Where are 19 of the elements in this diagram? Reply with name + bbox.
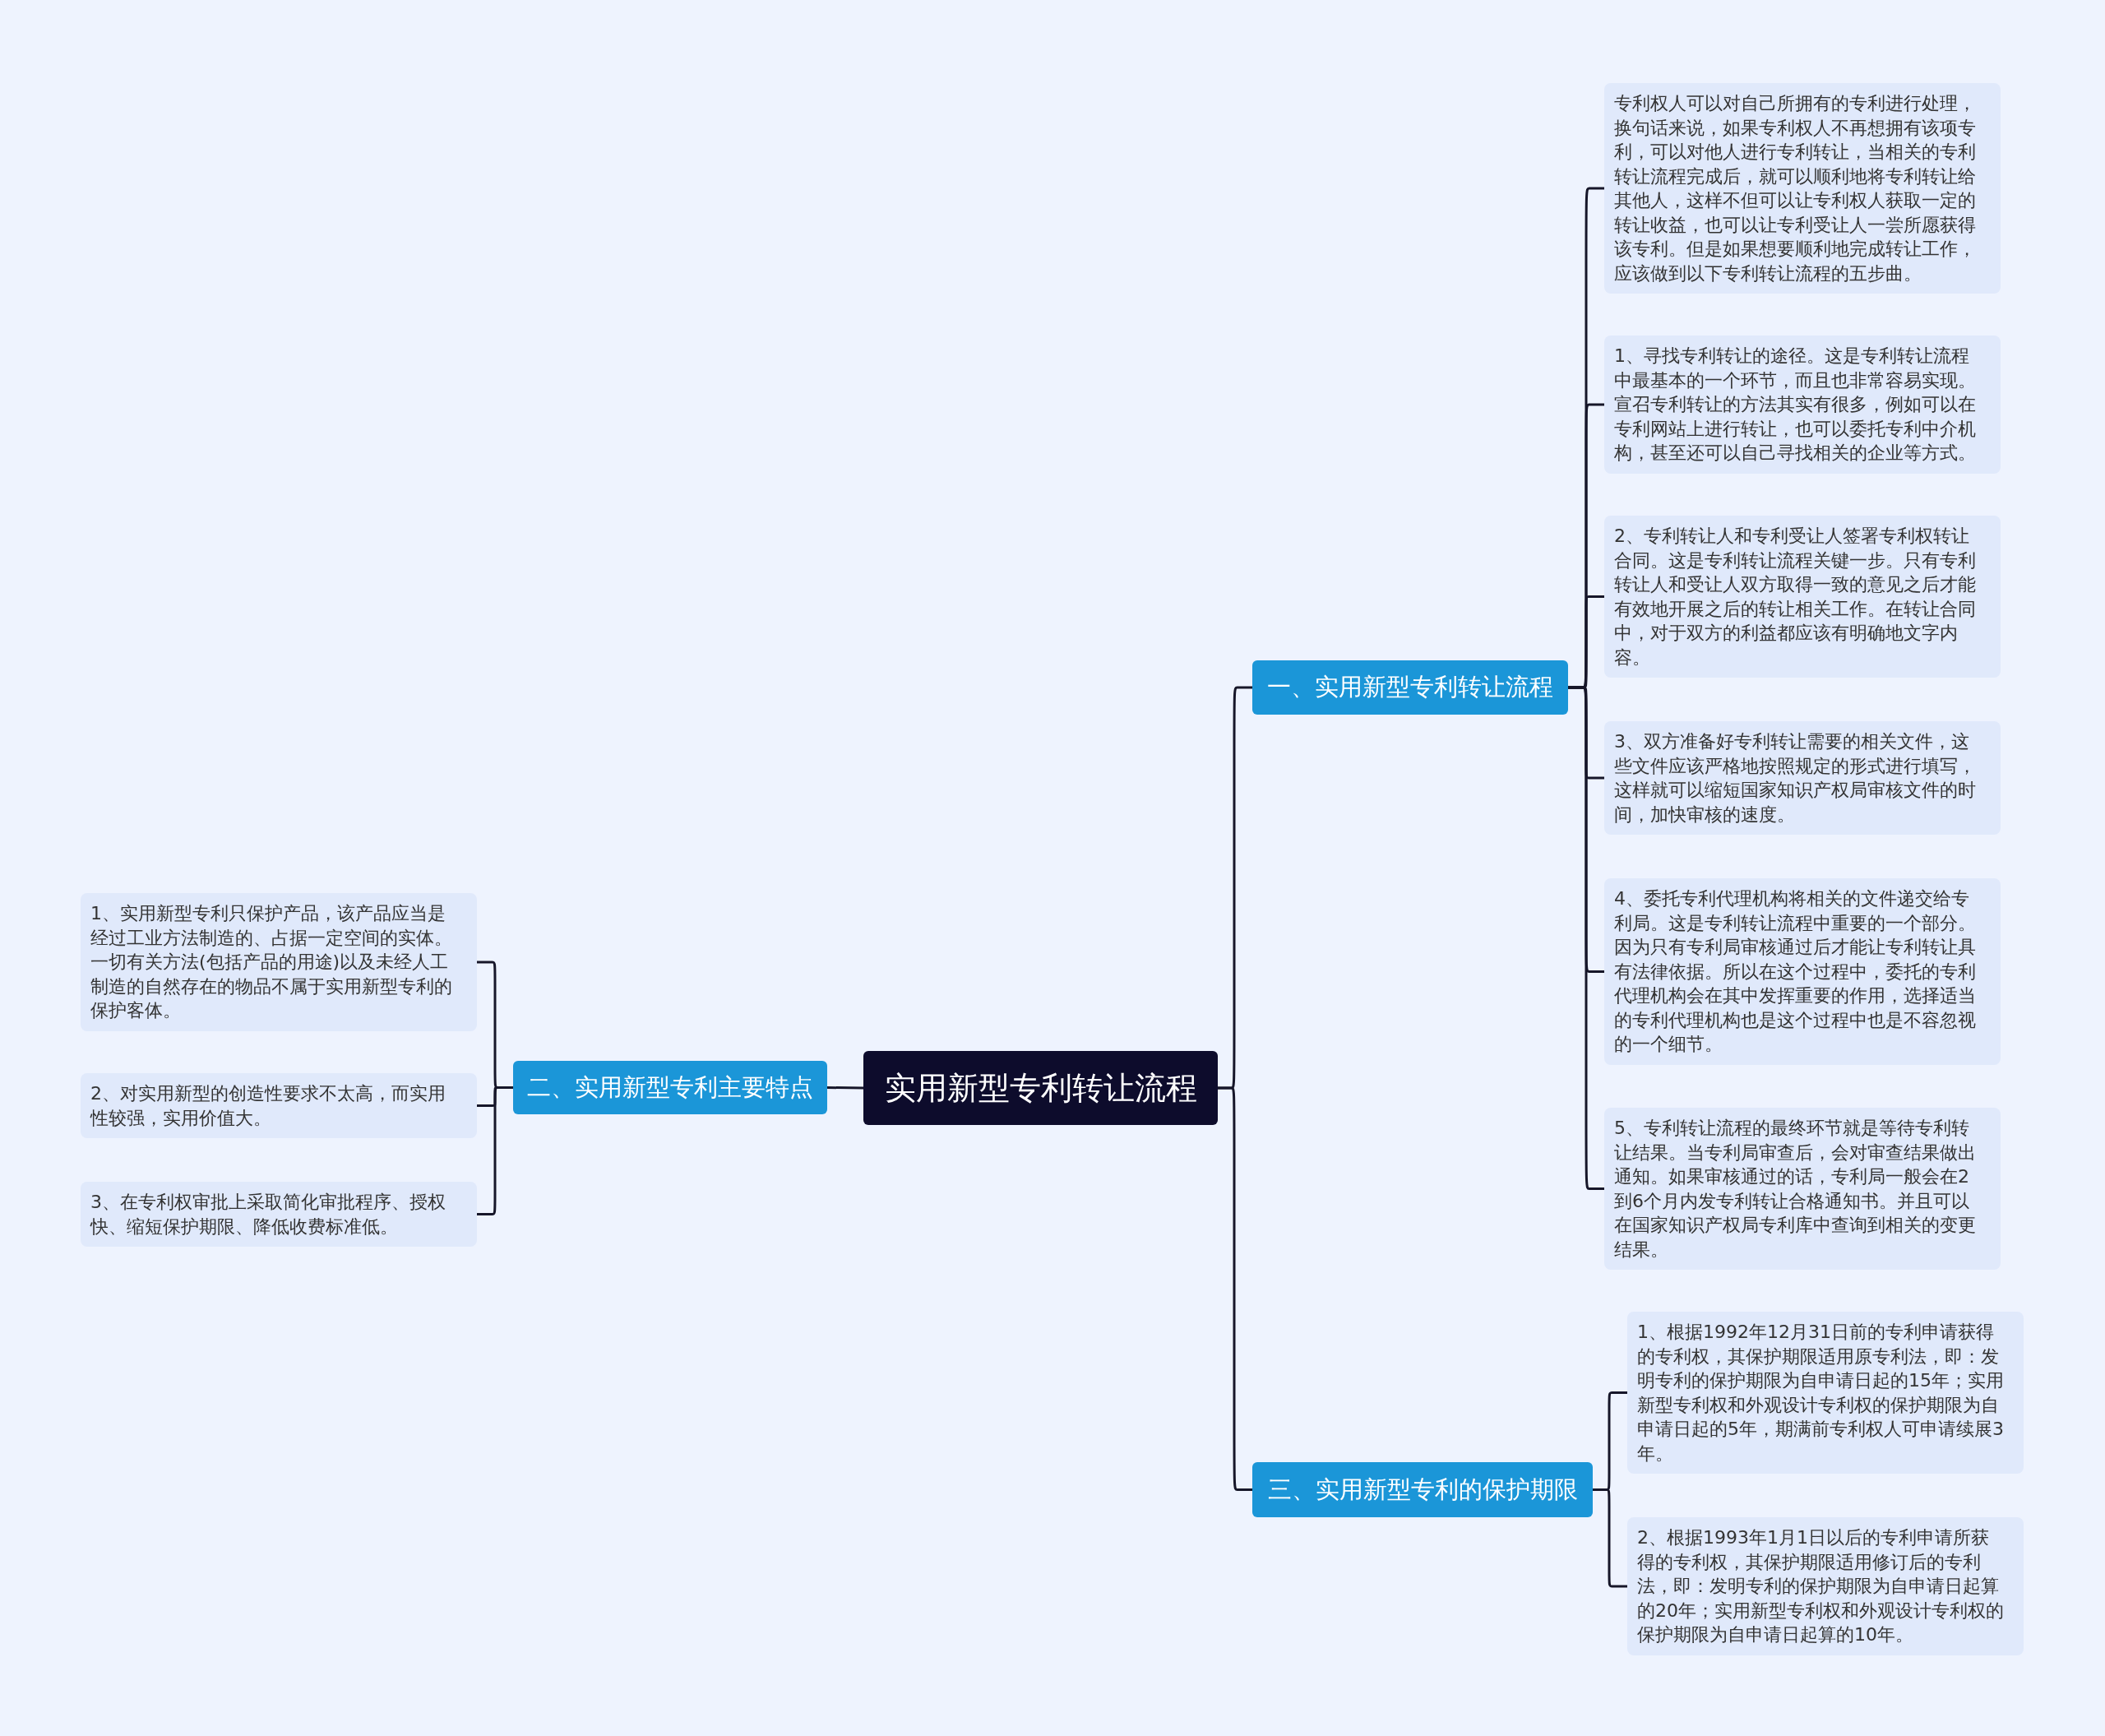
detail-card: 2、根据1993年1月1日以后的专利申请所获得的专利权，其保护期限适用修订后的专利法，即：发明专利的保护期限为自申请日起算的20年；实用新型专利权和外观设计专利权的保护期限为自申请日起算的10年。: [1627, 1517, 2024, 1655]
detail-card: 5、专利转让流程的最终环节就是等待专利转让结果。当专利局审查后，会对审查结果做出通知。如果审核通过的话，专利局一般会在2到6个月内发专利转让合格通知书。并且可以在国家知识产权局专利库中查询到相关的变更结果。: [1604, 1108, 2001, 1270]
connector-line: [477, 1086, 513, 1215]
branch-topic: 一、实用新型专利转让流程: [1252, 660, 1568, 715]
connector-line: [1218, 1086, 1252, 1491]
detail-card: 2、专利转让人和专利受让人签署专利权转让合同。这是专利转让流程关键一步。只有专利转让人和受让人双方取得一致的意见之后才能有效地开展之后的转让相关工作。在转让合同中，对于双方的利益都应该有明确地文字内容。: [1604, 516, 2001, 678]
detail-card: 1、实用新型专利只保护产品，该产品应当是经过工业方法制造的、占据一定空间的实体。一切有关方法(包括产品的用途)以及未经人工制造的自然存在的物品不属于实用新型专利的保护客体。: [81, 893, 477, 1031]
detail-card: 1、寻找专利转让的途径。这是专利转让流程中最基本的一个环节，而且也非常容易实现。宣召专利转让的方法其实有很多，例如可以在专利网站上进行转让，也可以委托专利中介机构，甚至还可以自己寻找相关的企业等方式。: [1604, 336, 2001, 474]
connector-line: [1593, 1488, 1627, 1588]
branch-topic: 三、实用新型专利的保护期限: [1252, 1462, 1593, 1517]
branch-topic: 二、实用新型专利主要特点: [513, 1061, 827, 1114]
central-topic: 实用新型专利转让流程: [863, 1051, 1218, 1125]
connector-line: [827, 1086, 863, 1090]
detail-card: 3、在专利权审批上采取简化审批程序、授权快、缩短保护期限、降低收费标准低。: [81, 1182, 477, 1247]
detail-card: 3、双方准备好专利转让需要的相关文件，这些文件应该严格地按照规定的形式进行填写，这样就可以缩短国家知识产权局审核文件的时间，加快审核的速度。: [1604, 721, 2001, 835]
detail-card: 专利权人可以对自己所拥有的专利进行处理，换句话来说，如果专利权人不再想拥有该项专利，可以对他人进行专利转让，当相关的专利转让流程完成后，就可以顺利地将专利转让给其他人，这样不但可以让专利权人获取一定的转让收益，也可以让专利受让人一尝所愿获得该专利。但是如果想要顺利地完成转让工作，应该做到以下专利转让流程的五步曲。: [1604, 83, 2001, 294]
detail-card: 2、对实用新型的创造性要求不太高，而实用性较强，实用价值大。: [81, 1073, 477, 1138]
detail-card: 4、委托专利代理机构将相关的文件递交给专利局。这是专利转让流程中重要的一个部分。因为只有专利局审核通过后才能让专利转让具有法律依据。所以在这个过程中，委托的专利代理机构会在其中发挥重要的作用，选择适当的专利代理机构也是这个过程中也是不容忽视的一个细节。: [1604, 878, 2001, 1065]
detail-card: 1、根据1992年12月31日前的专利申请获得的专利权，其保护期限适用原专利法，即：发明专利的保护期限为自申请日起的15年；实用新型专利权和外观设计专利权的保护期限为自申请日起的5年，期满前专利权人可申请续展3年。: [1627, 1312, 2024, 1474]
